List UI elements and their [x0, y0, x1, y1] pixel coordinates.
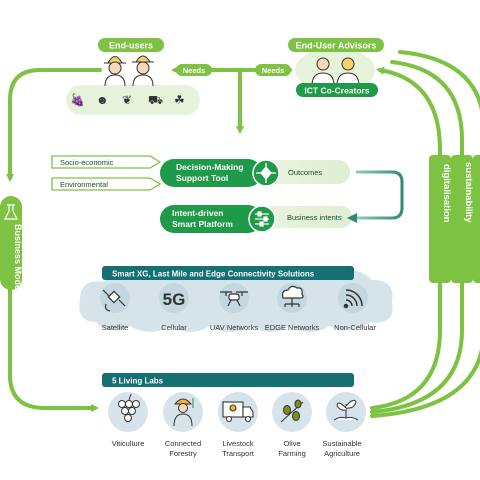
outcomes-label: Outcomes — [288, 168, 322, 177]
dmst-title-line1: Decision-Making — [176, 162, 244, 172]
pillar-sustainability — [451, 155, 473, 283]
advisors-label-pill — [288, 38, 384, 52]
business-models-label: Business Models — [13, 224, 23, 298]
living-labs-title-bar — [102, 373, 354, 387]
flask-icon — [4, 204, 18, 220]
advisors-group: End-User Advisors ICT Co-Creators — [288, 38, 384, 97]
farmers-icon — [104, 55, 154, 87]
olive-icon — [280, 399, 304, 423]
cellular-5g-icon: 5G — [163, 290, 186, 309]
dmst-box[interactable]: Decision-Making Support Tool — [160, 159, 280, 187]
truck-icon — [222, 401, 254, 423]
connectivity-label-noncellular: Non-Cellular — [334, 323, 376, 332]
dmst-title-line2: Support Tool — [176, 173, 228, 183]
end-user-domain-icons: 🍇 ☻ ❦ ⛟ ☘ — [70, 93, 185, 107]
inputs-group: Socio-economic Environmental — [51, 155, 162, 191]
pillar-third-label: ... — [478, 162, 480, 170]
pillars-group: digitalisation sustainability ... — [429, 155, 480, 283]
needs-right-label: Needs — [262, 66, 285, 75]
pillar-third — [473, 155, 480, 283]
input-socio-economic: Socio-economic — [60, 158, 114, 167]
lab-label-viticulture: Viticulture — [112, 439, 145, 448]
platform-title-line2: Smart Platform — [172, 219, 233, 229]
outcomes-band — [262, 160, 350, 184]
lab-item-agriculture[interactable]: Sustainable Agriculture — [322, 392, 366, 458]
lab-item-viticulture[interactable]: Viticulture — [108, 392, 148, 448]
lab-label-agriculture-2: Agriculture — [324, 449, 360, 458]
living-labs-section: 5 Living Labs Viticulture Connected Fore… — [102, 373, 366, 458]
business-intents-label: Business intents — [287, 213, 342, 222]
lab-item-livestock[interactable]: Livestock Transport — [218, 392, 258, 458]
connectivity-item-satellite: Satellite — [100, 283, 130, 332]
lab-label-livestock-1: Livestock — [222, 439, 254, 448]
connectivity-label-cellular: Cellular — [161, 323, 187, 332]
connectivity-section: Smart XG, Last Mile and Edge Connectivit… — [79, 266, 393, 332]
grapes-icon — [118, 393, 140, 422]
lab-item-forestry[interactable]: Connected Forestry — [163, 392, 203, 458]
advisors-icon — [311, 57, 360, 87]
lab-label-forestry-1: Connected — [165, 439, 201, 448]
drone-icon — [220, 291, 248, 307]
pillar-digitalisation-label: digitalisation — [441, 164, 452, 223]
needs-right-pill — [255, 64, 291, 76]
truck-icon: ⛟ — [148, 93, 163, 107]
end-users-label: End-users — [109, 41, 153, 51]
wireless-icon — [343, 289, 363, 309]
seedling-icon — [333, 399, 359, 421]
compass-icon — [256, 163, 276, 183]
lab-label-agriculture-1: Sustainable — [322, 439, 361, 448]
pillar-digitalisation — [429, 155, 451, 283]
connectivity-item-cellular: 5G Cellular — [159, 283, 189, 332]
connectivity-label-satellite: Satellite — [102, 323, 129, 332]
advisors-label: End-User Advisors — [296, 41, 377, 51]
forester-icon — [173, 398, 194, 427]
feedback-arrow — [347, 170, 404, 223]
grapes-icon: 🍇 — [70, 93, 85, 107]
connectivity-title: Smart XG, Last Mile and Edge Connectivit… — [112, 270, 315, 279]
end-users-group: End-users 🍇 ☻ ❦ ⛟ ☘ — [66, 38, 200, 115]
lab-label-forestry-2: Forestry — [169, 449, 197, 458]
needs-left-pill — [176, 64, 212, 76]
sliders-icon — [255, 211, 269, 227]
connectivity-title-bar — [102, 266, 354, 280]
people-icon: ☻ — [96, 93, 109, 107]
lab-item-olive[interactable]: Olive Farming — [272, 392, 312, 458]
connectivity-item-noncellular: Non-Cellular — [334, 283, 376, 332]
lab-label-olive-2: Farming — [278, 449, 306, 458]
cloud-network-icon — [281, 285, 304, 307]
connectivity-item-edge: EDGE Networks — [265, 283, 320, 332]
connectivity-label-edge: EDGE Networks — [265, 323, 320, 332]
pillar-sustainability-label: sustainability — [463, 162, 474, 223]
platform-title-line1: Intent-driven — [172, 208, 223, 218]
business-intents-band — [262, 206, 352, 228]
end-users-label-pill — [98, 38, 164, 52]
connectivity-item-uav: UAV Networks — [210, 283, 258, 332]
needs-left-label: Needs — [183, 66, 206, 75]
satellite-icon — [102, 289, 126, 312]
seedling-icon: ☘ — [174, 93, 185, 107]
lab-label-olive-1: Olive — [283, 439, 300, 448]
loop-arrows — [6, 50, 480, 418]
co-creators-label: ICT Co-Creators — [304, 86, 369, 96]
connectivity-label-uav: UAV Networks — [210, 323, 258, 332]
co-creators-pill — [296, 83, 378, 97]
plant-icon: ❦ — [122, 93, 132, 107]
end-users-icons-background — [66, 85, 200, 115]
living-labs-title: 5 Living Labs — [112, 377, 164, 386]
smart-platform-box[interactable]: Intent-driven Smart Platform — [160, 205, 276, 233]
business-models-group: Business Models — [0, 196, 23, 298]
lab-label-livestock-2: Transport — [222, 449, 255, 458]
input-environmental: Environmental — [60, 180, 108, 189]
